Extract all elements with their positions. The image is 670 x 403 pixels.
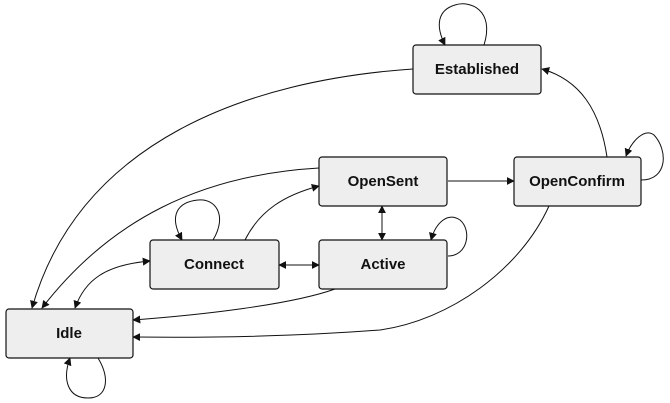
edge-idle-connect	[73, 257, 151, 309]
edge-connect-self-loop	[174, 199, 221, 241]
edge-established-self-loop	[438, 3, 488, 46]
state-established-label: Established	[435, 61, 519, 78]
state-active: Active	[318, 239, 448, 290]
state-connect-label: Connect	[184, 256, 244, 273]
edge-openconfirm-self-loop	[624, 132, 664, 181]
state-connect: Connect	[149, 239, 280, 290]
edge-opensent-to-idle	[41, 167, 320, 309]
edge-connect-to-opensent	[244, 183, 320, 241]
state-active-label: Active	[360, 256, 405, 273]
state-openconfirm-label: OpenConfirm	[529, 173, 625, 190]
state-opensent: OpenSent	[318, 156, 448, 207]
state-idle: Idle	[5, 308, 134, 359]
edge-openconfirm-to-idle	[132, 205, 550, 342]
edge-idle-self-loop	[63, 357, 106, 399]
edge-active-to-idle	[132, 288, 336, 324]
edge-established-to-idle	[30, 68, 414, 309]
edge-openconfirm-to-established	[541, 67, 608, 158]
transitions	[30, 3, 664, 399]
edge-active-self-loop	[429, 216, 468, 257]
state-opensent-label: OpenSent	[348, 173, 419, 190]
state-openconfirm: OpenConfirm	[513, 156, 642, 207]
state-idle-label: Idle	[56, 325, 82, 342]
state-established: Established	[412, 44, 542, 95]
